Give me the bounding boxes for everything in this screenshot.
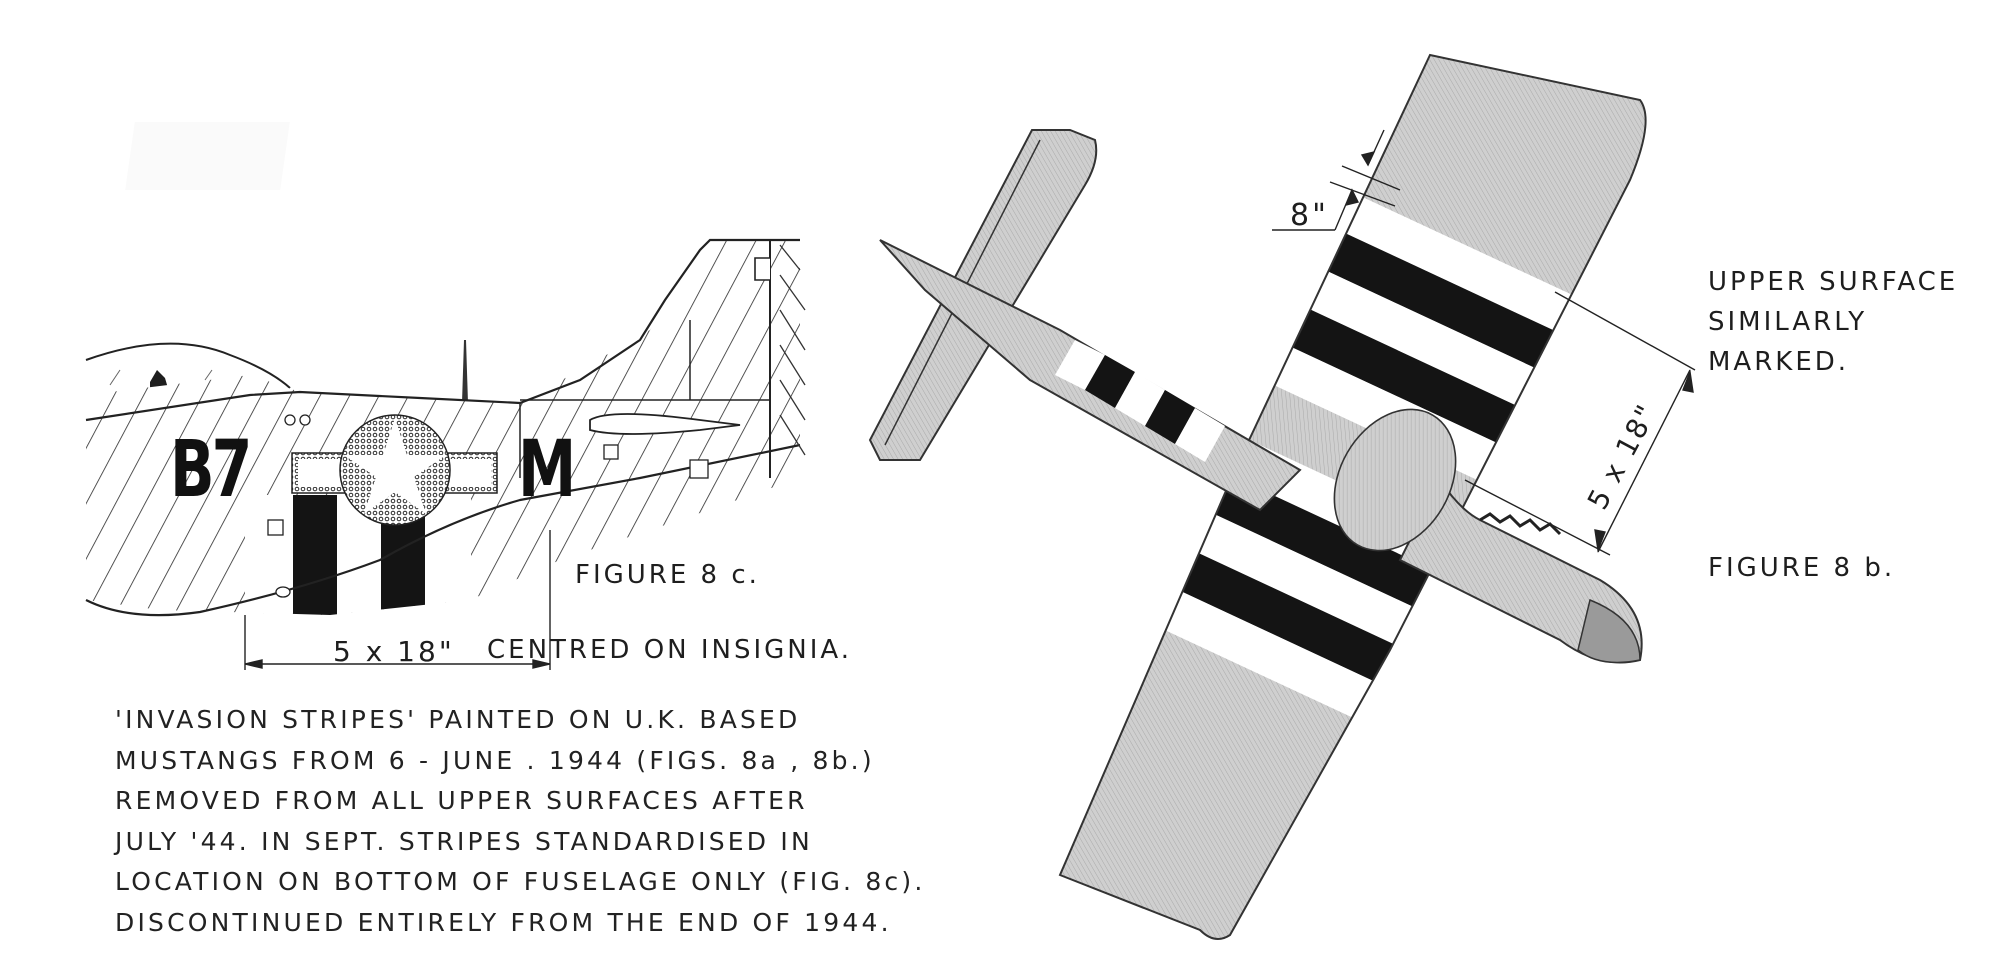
dimension-line-8c xyxy=(244,530,551,670)
caption-line-2: MUSTANGS FROM 6 - JUNE . 1944 (FIGS. 8a … xyxy=(115,745,875,775)
caption-line-3: REMOVED FROM ALL UPPER SURFACES AFTER xyxy=(115,786,808,815)
figure-8c-side-view xyxy=(85,238,806,670)
figure-8c-dimension-note: CENTRED ON INSIGNIA. xyxy=(487,635,853,665)
caption-line-4: JULY '44. IN SEPT. STRIPES STANDARDISED … xyxy=(115,826,813,856)
upper-surface-note-line-3: MARKED. xyxy=(1708,347,1850,377)
national-insignia xyxy=(291,414,498,526)
caption-line-1: 'INVASION STRIPES' PAINTED ON U.K. BASED xyxy=(115,705,801,734)
canopy-outline xyxy=(85,342,291,389)
caption-line-5: LOCATION ON BOTTOM OF FUSELAGE ONLY (FIG… xyxy=(115,867,926,896)
tailplane xyxy=(589,413,741,435)
code-letters: B7 xyxy=(170,425,252,515)
upper-surface-note-line-2: SIMILARLY xyxy=(1708,307,1868,337)
figure-8b-title: FIGURE 8 b. xyxy=(1708,553,1896,583)
upper-surface-note-line-1: UPPER SURFACE xyxy=(1708,267,1959,297)
tip-offset-label: 8" xyxy=(1290,198,1329,233)
rear-fuselage-planform xyxy=(879,239,1302,512)
wing-outline xyxy=(1058,53,1647,940)
individual-letter: M xyxy=(518,425,579,515)
antenna-mast xyxy=(462,340,468,403)
caption-line-6: DISCONTINUED ENTIRELY FROM THE END OF 19… xyxy=(115,907,892,937)
tip-offset-dimension xyxy=(1272,129,1401,231)
fuselage-outline xyxy=(85,238,800,422)
stripe-dimension-8b xyxy=(1464,291,1696,556)
caption-block: 'INVASION STRIPES' PAINTED ON U.K. BASED… xyxy=(115,700,1015,943)
figure-8c-title: FIGURE 8 c. xyxy=(575,560,760,590)
figure-8c-dimension: 5 x 18" xyxy=(333,635,455,668)
